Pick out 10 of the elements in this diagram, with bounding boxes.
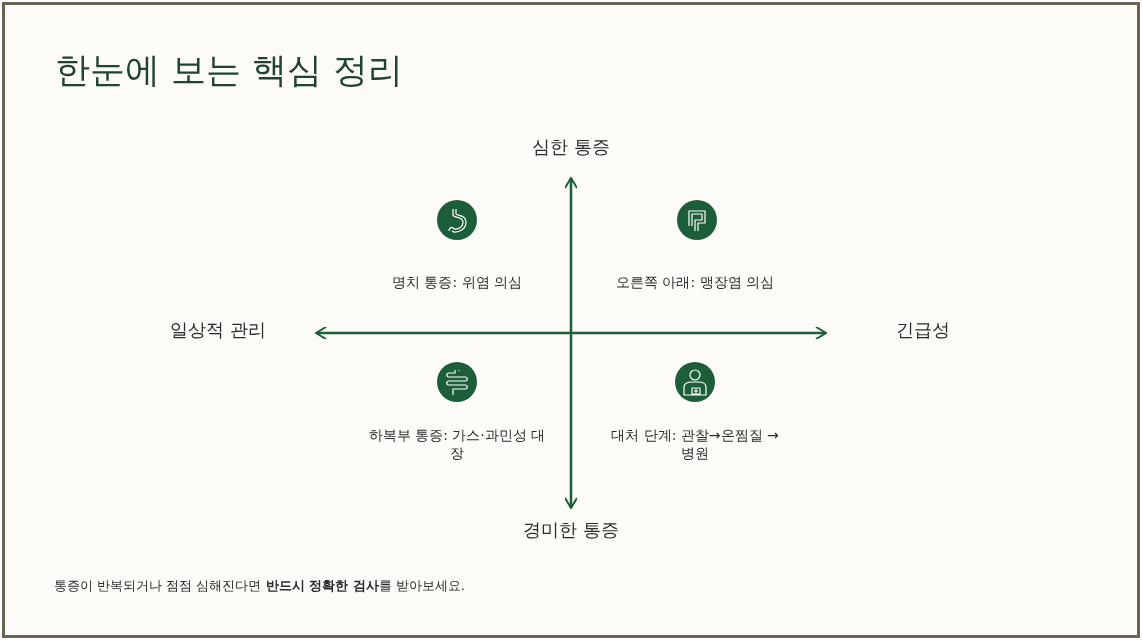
caption: 통증이 반복되거나 점점 심해진다면 반드시 정확한 검사를 받아보세요.	[54, 577, 465, 595]
quadrant-label: 대처 단계: 관찰→온찜질 →병원	[610, 426, 780, 462]
axis-label: 경미한 통증	[522, 521, 620, 539]
axis-label: 일상적 관리	[169, 321, 267, 339]
quadrant-label: 오른쪽 아래: 맹장염 의심	[614, 273, 776, 291]
quadrant-label: 명치 통증: 위염 의심	[390, 273, 524, 291]
axis-label: 긴급성	[895, 321, 951, 339]
title: 한눈에 보는 핵심 정리	[55, 49, 404, 92]
quadrant-label: 하복부 통증: 가스·과민성 대장	[367, 426, 547, 462]
axis-label: 심한 통증	[531, 138, 611, 156]
